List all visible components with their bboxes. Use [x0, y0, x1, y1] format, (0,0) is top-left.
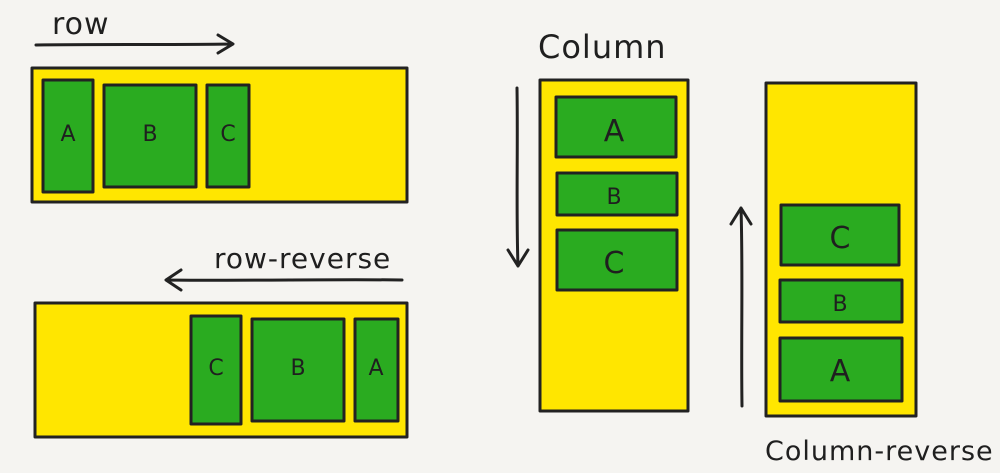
column-item-b-label: B	[606, 185, 621, 210]
column-reverse-item-c-label: C	[830, 221, 851, 256]
row-reverse-item-c	[189, 314, 243, 426]
row-item-c-label: C	[220, 122, 235, 147]
column-reverse-direction-arrow	[729, 206, 753, 408]
column-reverse-item-b-label: B	[832, 292, 847, 317]
row-direction-arrow	[34, 33, 235, 55]
column-reverse-item-b	[778, 278, 904, 324]
row-item-a	[41, 78, 95, 194]
row-item-b-label: B	[142, 122, 157, 147]
row-reverse-item-c-label: C	[208, 356, 223, 381]
row-reverse-direction-arrow	[164, 268, 404, 292]
row-reverse-label: row-reverse	[214, 242, 391, 275]
row-item-a-label: A	[60, 122, 75, 147]
column-reverse-label: Column-reverse	[765, 436, 994, 467]
column-reverse-item-a-label: A	[830, 354, 851, 389]
column-reverse-diagram: C B A Column-reverse	[729, 81, 994, 467]
row-item-c	[205, 83, 251, 189]
column-reverse-item-c	[779, 203, 901, 267]
row-reverse-item-b	[250, 317, 346, 423]
column-label: Column	[538, 28, 667, 66]
column-item-b	[555, 171, 679, 217]
row-diagram: row A B C	[30, 7, 409, 204]
column-item-a	[554, 95, 678, 159]
row-reverse-item-a	[353, 317, 400, 423]
row-label: row	[52, 7, 110, 42]
row-reverse-item-a-label: A	[368, 356, 383, 381]
column-item-c	[555, 228, 679, 292]
row-reverse-item-b-label: B	[290, 356, 305, 381]
column-direction-arrow	[506, 86, 530, 268]
row-item-b	[102, 83, 198, 189]
row-reverse-diagram: row-reverse C B A	[33, 242, 409, 439]
column-item-c-label: C	[604, 246, 625, 281]
column-reverse-item-a	[778, 336, 904, 403]
column-diagram: Column A B C	[506, 28, 690, 413]
column-item-a-label: A	[604, 114, 625, 149]
